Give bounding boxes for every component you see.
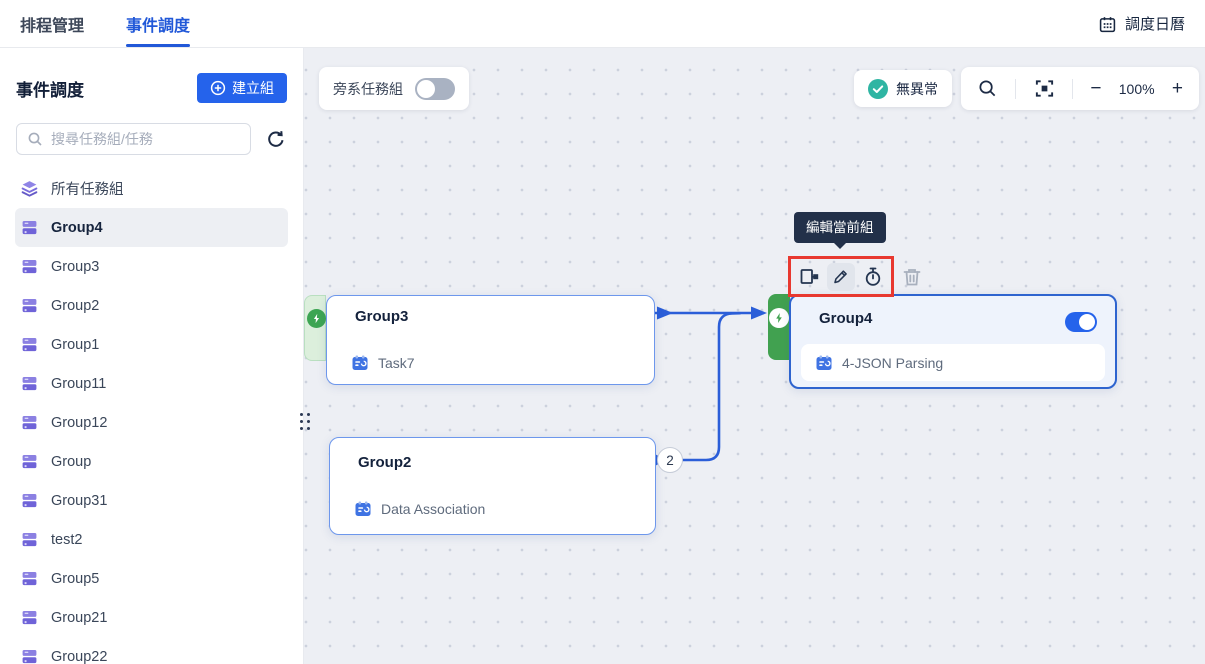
timer-icon[interactable] (862, 266, 884, 288)
main-area: 事件調度 建立組 (0, 48, 1205, 664)
group-icon (20, 569, 39, 588)
task-label: 4-JSON Parsing (842, 354, 944, 371)
task-icon (354, 500, 372, 518)
plus-circle-icon (210, 80, 226, 96)
sidebar-item-group5[interactable]: Group5 (0, 559, 303, 598)
lightning-icon (307, 309, 326, 328)
status-label: 無異常 (896, 80, 938, 97)
sidebar-item-all-groups[interactable]: 所有任務組 (0, 169, 303, 208)
group-icon (20, 608, 39, 627)
search-input[interactable] (51, 131, 240, 147)
zoom-toolbar: − 100% + (961, 67, 1199, 110)
calendar-icon (1098, 14, 1117, 33)
insert-node-icon[interactable] (798, 266, 820, 288)
group-icon (20, 647, 39, 664)
node-title: Group4 (819, 310, 873, 327)
task-icon (815, 354, 833, 372)
search-box[interactable] (16, 123, 251, 155)
task-icon (351, 354, 369, 372)
layers-icon (20, 179, 39, 198)
group-icon (20, 218, 39, 237)
group4-trigger-tab[interactable] (768, 294, 790, 360)
sidebar-item-group2[interactable]: Group2 (0, 286, 303, 325)
top-navbar: 排程管理 事件調度 調度日曆 (0, 0, 1205, 48)
sidebar-item-group4[interactable]: Group4 (15, 208, 288, 247)
dispatch-calendar-button[interactable]: 調度日曆 (1098, 0, 1185, 47)
sidebar: 事件調度 建立組 (0, 48, 304, 664)
search-icon (27, 131, 43, 147)
dispatch-calendar-label: 調度日曆 (1124, 16, 1185, 33)
sidebar-item-label: Group4 (51, 219, 103, 236)
sidebar-item-group[interactable]: Group (0, 442, 303, 481)
sidebar-item-group21[interactable]: Group21 (0, 598, 303, 637)
sidebar-item-label: Group1 (51, 336, 100, 353)
group4-enable-toggle[interactable] (1065, 312, 1097, 332)
sidebar-item-label: Group21 (51, 609, 108, 626)
sibling-groups-control: 旁系任務組 (319, 67, 469, 110)
refresh-icon[interactable] (265, 128, 287, 150)
node-group2[interactable]: Group2 Data Association (329, 437, 656, 535)
sidebar-item-label: test2 (51, 531, 83, 548)
sidebar-item-group12[interactable]: Group12 (0, 403, 303, 442)
node-group4[interactable]: Group4 4-JSON Parsing (789, 294, 1117, 389)
sidebar-item-label: Group11 (51, 375, 107, 392)
lightning-icon (769, 308, 789, 328)
sibling-groups-label: 旁系任務組 (333, 80, 403, 97)
group-icon (20, 335, 39, 354)
node-toolbar-highlight (788, 256, 894, 297)
sidebar-item-group3[interactable]: Group3 (0, 247, 303, 286)
group-list: 所有任務組 Group4 Group3 Group2 Group1 (0, 169, 303, 664)
node-title: Group2 (358, 454, 412, 471)
sidebar-item-label: Group22 (51, 648, 108, 664)
sibling-groups-toggle[interactable] (415, 77, 455, 100)
fit-view-icon[interactable] (1034, 78, 1055, 99)
zoom-out-button[interactable]: − (1090, 78, 1102, 99)
delete-group-icon[interactable] (901, 266, 923, 288)
flow-canvas[interactable]: 旁系任務組 無異常 (304, 48, 1205, 664)
node-title: Group3 (355, 308, 409, 325)
tab-event-dispatch[interactable]: 事件調度 (126, 0, 191, 47)
group-icon (20, 296, 39, 315)
group-icon (20, 413, 39, 432)
group-icon (20, 374, 39, 393)
group-icon (20, 530, 39, 549)
task-label: Task7 (378, 355, 415, 371)
sidebar-item-group11[interactable]: Group11 (0, 364, 303, 403)
nav-tabs: 排程管理 事件調度 (20, 0, 191, 47)
sidebar-item-label: Group31 (51, 492, 108, 509)
edit-group-icon[interactable] (827, 262, 855, 291)
group-icon (20, 452, 39, 471)
divider (1015, 78, 1017, 99)
create-group-button[interactable]: 建立組 (197, 73, 287, 103)
group3-trigger-tab[interactable] (304, 295, 326, 361)
task-label: Data Association (381, 501, 486, 517)
create-group-label: 建立組 (232, 80, 274, 96)
group-icon (20, 491, 39, 510)
sidebar-item-group22[interactable]: Group22 (0, 637, 303, 664)
panel-resize-handle[interactable] (300, 413, 313, 435)
divider (1071, 78, 1073, 99)
sidebar-item-label: 所有任務組 (51, 182, 124, 198)
zoom-in-button[interactable]: + (1171, 78, 1183, 99)
zoom-level: 100% (1118, 80, 1155, 97)
sidebar-item-label: Group (51, 453, 92, 470)
tab-schedule-management[interactable]: 排程管理 (20, 17, 85, 35)
sidebar-item-group31[interactable]: Group31 (0, 481, 303, 520)
sidebar-item-group1[interactable]: Group1 (0, 325, 303, 364)
group-icon (20, 257, 39, 276)
edge-count-badge[interactable]: 2 (657, 447, 683, 473)
edit-group-tooltip: 編輯當前組 (794, 212, 886, 249)
sidebar-item-test2[interactable]: test2 (0, 520, 303, 559)
edge-layer (653, 306, 767, 467)
group4-task-panel[interactable]: 4-JSON Parsing (801, 344, 1105, 381)
sidebar-item-label: Group2 (51, 297, 100, 314)
check-circle-icon (868, 78, 888, 99)
node-group3[interactable]: Group3 Task7 (326, 295, 655, 385)
sidebar-item-label: Group12 (51, 414, 108, 431)
status-badge: 無異常 (854, 70, 952, 107)
sidebar-item-label: Group5 (51, 570, 100, 587)
sidebar-item-label: Group3 (51, 258, 100, 275)
sidebar-title: 事件調度 (16, 80, 84, 100)
search-canvas-icon[interactable] (977, 78, 998, 99)
